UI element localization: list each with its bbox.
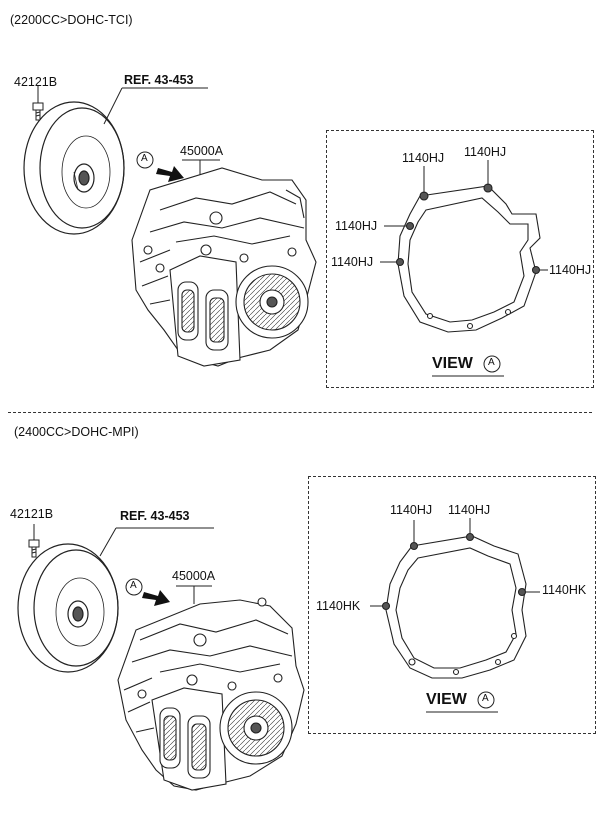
view-marker-a: A <box>141 153 148 164</box>
bolt-label-1140hj: 1140HJ <box>549 263 592 277</box>
view-a-frame <box>326 130 594 388</box>
bolt-label-1140hk: 1140HK <box>542 583 587 597</box>
view-title-2: VIEW <box>426 691 467 708</box>
view-arrow-drawing <box>156 166 184 182</box>
torque-converter-drawing-2 <box>17 543 119 673</box>
view-title: VIEW <box>432 355 473 372</box>
engine-label: (2200CC>DOHC-TCI) <box>10 13 133 27</box>
transaxle-drawing-2 <box>117 597 305 791</box>
view-a-housing-drawing-2 <box>381 532 527 679</box>
view-title-marker: A <box>488 357 495 368</box>
bolt-label-1140hj: 1140HJ <box>402 151 445 165</box>
bolt-42121b-drawing <box>32 86 44 121</box>
torque-converter-drawing <box>23 101 125 235</box>
bolt-label-1140hj: 1140HJ <box>335 219 378 233</box>
ref-label: REF. 43-453 <box>124 73 194 87</box>
bolt-label-1140hj: 1140HJ <box>331 255 374 269</box>
ref-label-2: REF. 43-453 <box>120 509 190 523</box>
part-number-45000a: 45000A <box>180 144 224 158</box>
bolt-label-1140hk: 1140HK <box>316 599 361 613</box>
engine-label-2: (2400CC>DOHC-MPI) <box>14 425 139 439</box>
part-number-42121b-2: 42121B <box>10 507 54 521</box>
part-number-45000a-2: 45000A <box>172 569 216 583</box>
bolt-label-1140hj-2: 1140HJ <box>448 503 491 517</box>
bolt-label-1140hj-2: 1140HJ <box>390 503 433 517</box>
view-a-frame-2 <box>308 476 596 734</box>
bolt-label-1140hj: 1140HJ <box>464 145 507 159</box>
view-a-housing-drawing <box>395 183 541 333</box>
bolt-42121b-drawing-2 <box>28 524 40 558</box>
view-a-leaders-2 <box>370 518 540 607</box>
view-marker-a-2: A <box>130 580 137 591</box>
transaxle-drawing <box>131 167 317 367</box>
part-number-42121b: 42121B <box>14 75 58 89</box>
view-title-marker-2: A <box>482 693 489 704</box>
view-arrow-drawing-2 <box>142 590 170 606</box>
marker-circles <box>125 151 501 709</box>
section-divider <box>8 412 592 413</box>
view-a-leaders-1 <box>380 160 548 271</box>
